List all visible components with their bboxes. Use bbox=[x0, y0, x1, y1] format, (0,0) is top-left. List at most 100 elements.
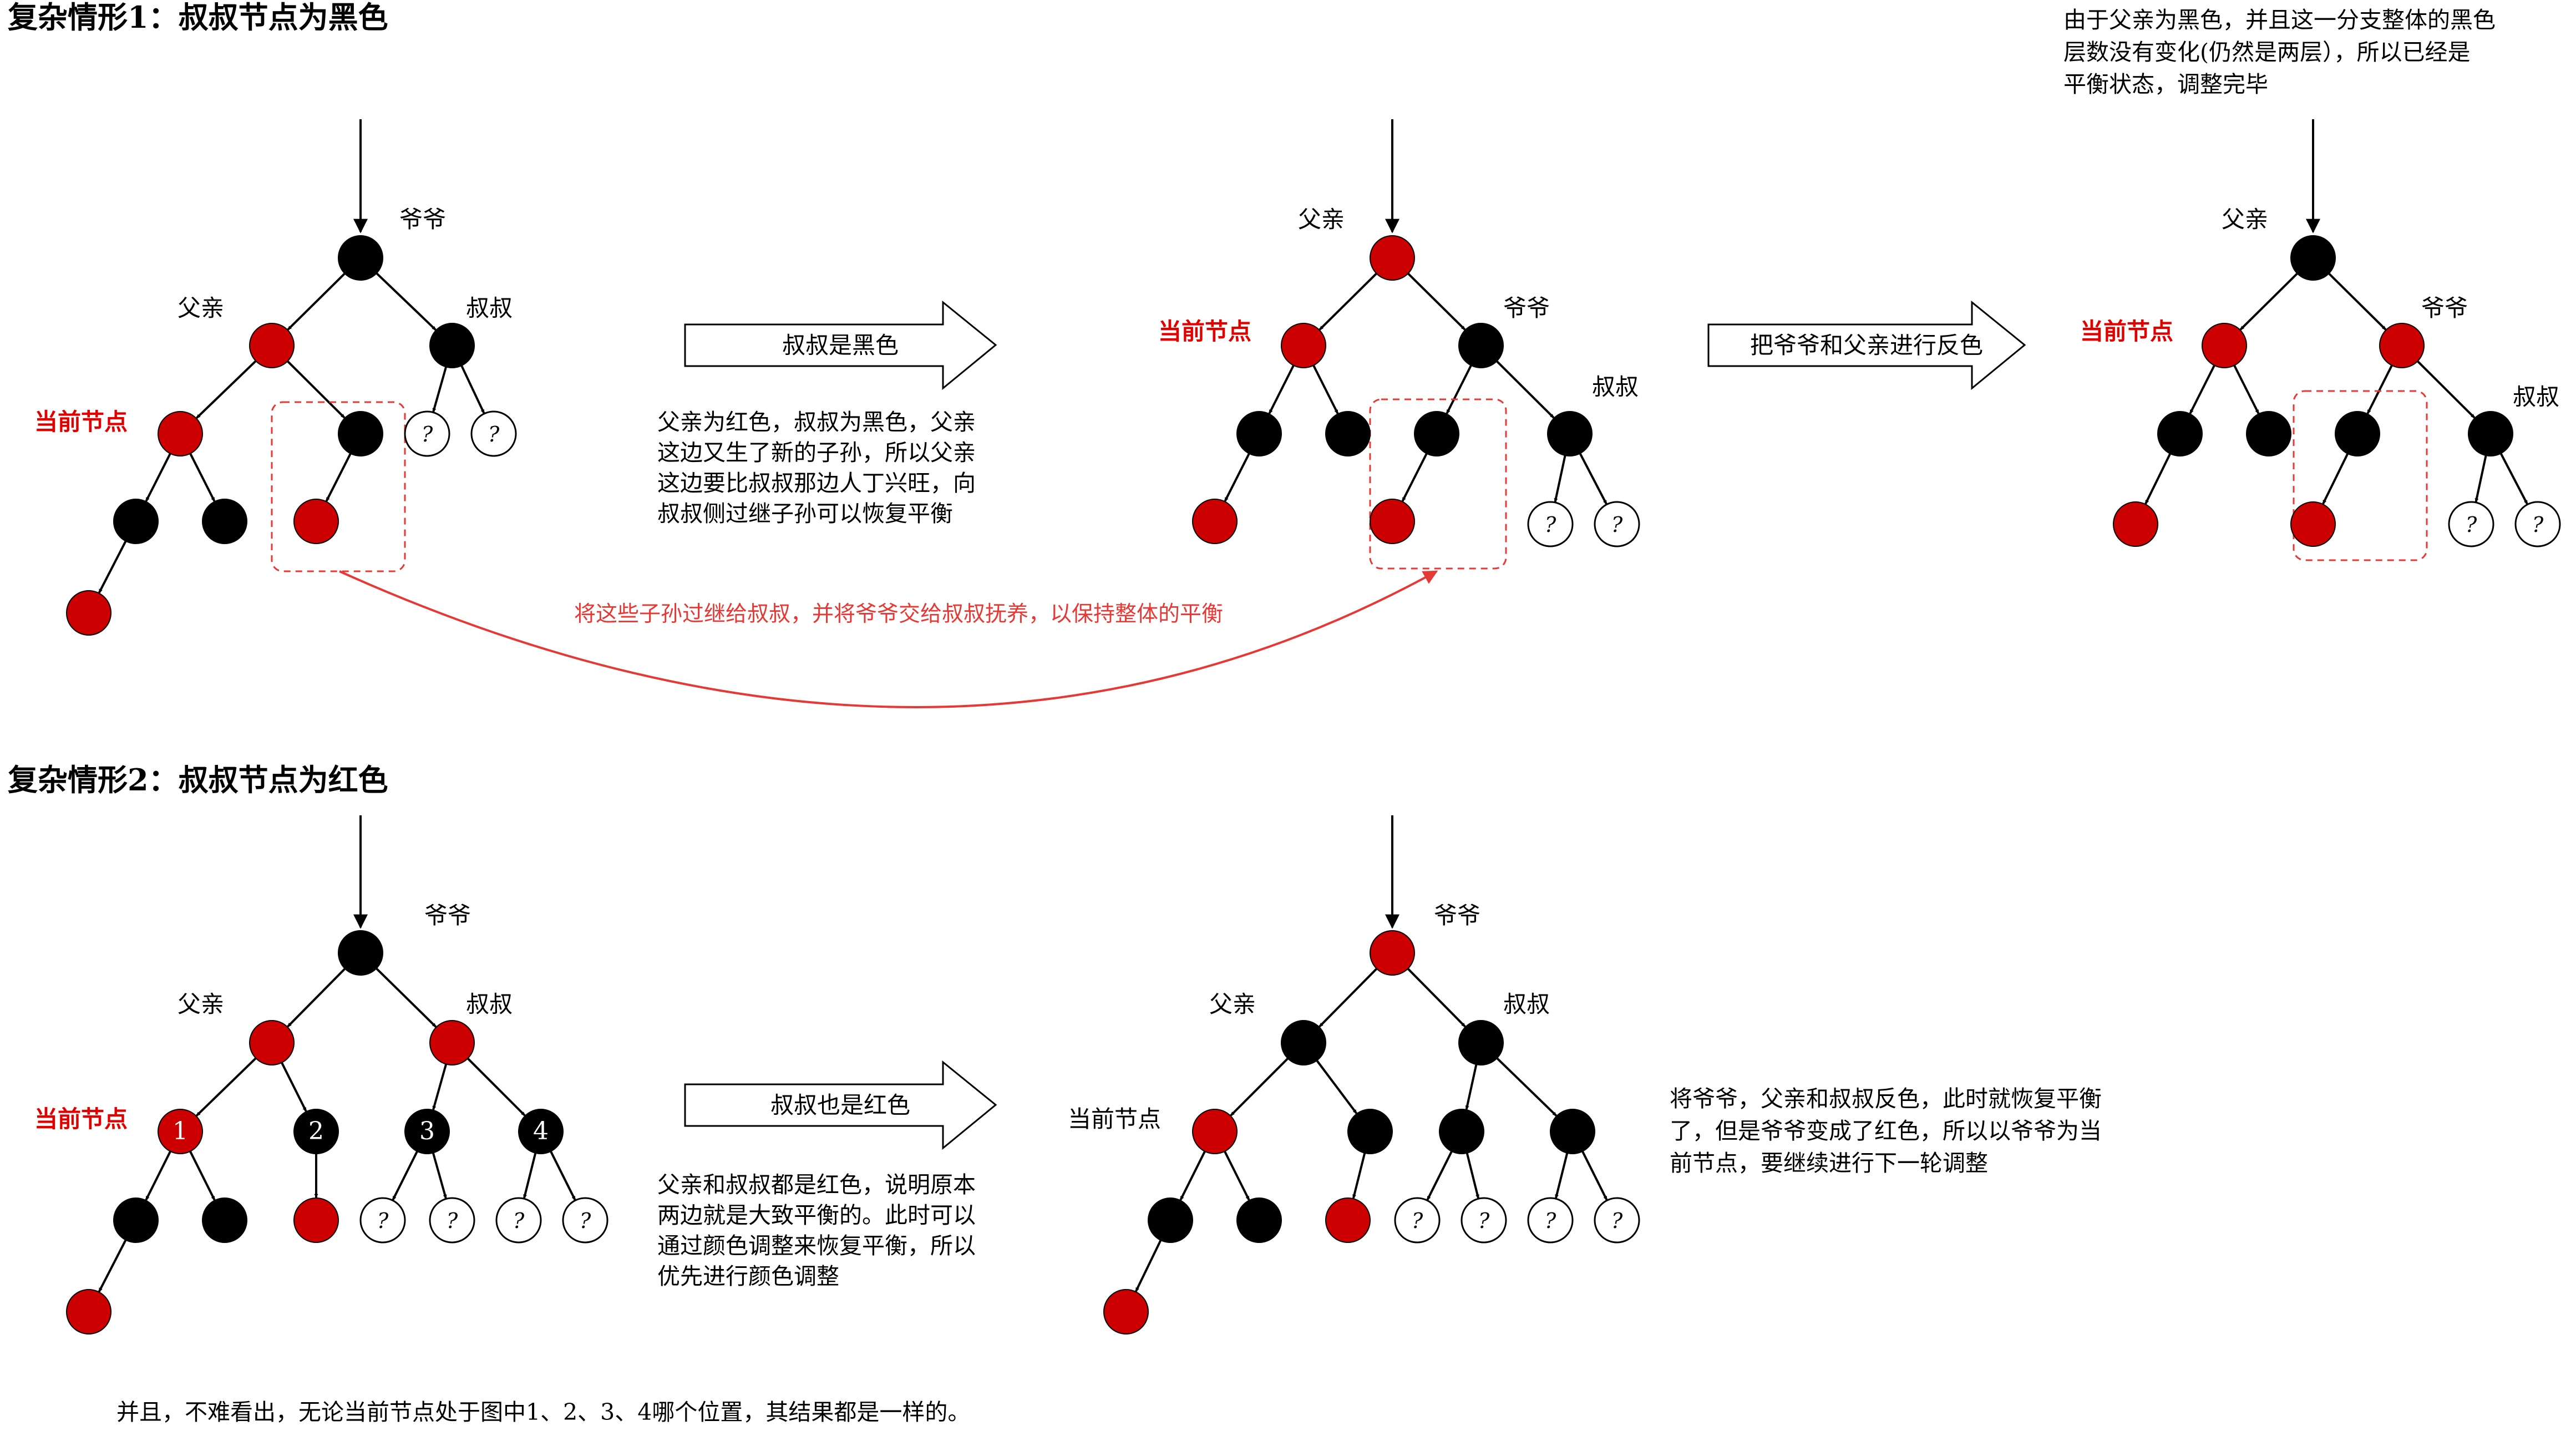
s1-d1-edge-9 bbox=[460, 365, 485, 414]
section2-title: 复杂情形2：叔叔节点为红色 bbox=[8, 762, 388, 798]
s1-d2-node-8 bbox=[1547, 411, 1593, 456]
s1-d3-node-2 bbox=[2379, 323, 2425, 368]
s2-d2-edge-3 bbox=[1316, 1059, 1357, 1114]
s1-transfer-note: 将这些子孙过继给叔叔，并将爷爷交给叔叔抚养，以保持整体的平衡 bbox=[574, 602, 1223, 627]
s2-d1-unknown-child-12: ? bbox=[447, 1209, 458, 1233]
s1-d1-uncle-label: 叔叔 bbox=[466, 295, 513, 322]
s1-arrow-recolor: 把爷爷和父亲进行反色 bbox=[1707, 300, 2026, 390]
s2-d2-unknown-child-13: ? bbox=[1545, 1209, 1556, 1233]
s1-d1-node-8 bbox=[293, 499, 339, 544]
s1-result-note: 由于父亲为黑色，并且这一分支整体的黑色 层数没有变化(仍然是两层），所以已经是 … bbox=[2063, 7, 2496, 98]
s2-d1-node-10 bbox=[293, 1197, 339, 1243]
s2-d2-node-3 bbox=[1192, 1109, 1238, 1154]
s1-d3-edge-6 bbox=[2322, 453, 2349, 505]
s2-d1-node-6 bbox=[518, 1109, 564, 1154]
s2-d1-node-7 bbox=[113, 1197, 159, 1243]
s1-d2-edge-0 bbox=[1319, 272, 1377, 331]
s2-d1-position-label-5: 3 bbox=[419, 1117, 435, 1145]
s2-d2-edge-10 bbox=[1426, 1150, 1453, 1201]
s1-d2-node-3 bbox=[1236, 411, 1282, 456]
s2-tree-2-edges bbox=[1135, 968, 1608, 1292]
s1-d2-current-label: 当前节点 bbox=[1158, 318, 1251, 345]
s2-explanation: 父亲和叔叔都是红色，说明原本 两边就是大致平衡的。此时可以 通过颜色调整来恢复平… bbox=[657, 1171, 976, 1290]
s2-d1-edge-11 bbox=[432, 1152, 447, 1199]
s1-d2-uncle-label: 叔叔 bbox=[1592, 373, 1639, 400]
s1-tree-2: ?? 父亲 爷爷 叔叔 当前节点 bbox=[1158, 119, 1640, 570]
s1-d1-edge-2 bbox=[196, 360, 257, 419]
s1-d3-highlight-box bbox=[2293, 390, 2428, 561]
s1-d3-edge-0 bbox=[2239, 272, 2298, 331]
s1-d1-node-5 bbox=[113, 499, 159, 544]
s1-d3-unknown-child-10: ? bbox=[2532, 512, 2544, 537]
s2-d1-position-label-3: 1 bbox=[173, 1117, 188, 1145]
s1-tree-3-nodes: ?? bbox=[2113, 235, 2561, 547]
s1-d1-edge-1 bbox=[376, 272, 437, 331]
s2-d1-unknown-child-11: ? bbox=[377, 1209, 389, 1233]
s2-d2-node-4 bbox=[1347, 1109, 1393, 1154]
s2-d1-grand-label: 爷爷 bbox=[424, 902, 471, 929]
s2-d1-node-4 bbox=[293, 1109, 339, 1154]
s1-d2-edge-4 bbox=[1224, 453, 1250, 502]
s1-d3-current-label: 当前节点 bbox=[2080, 318, 2173, 345]
s2-d2-edge-8 bbox=[1135, 1240, 1162, 1292]
s1-d3-edge-9 bbox=[2499, 453, 2528, 505]
s2-d1-edge-8 bbox=[98, 1239, 127, 1292]
s2-d2-unknown-child-12: ? bbox=[1478, 1209, 1490, 1233]
s2-d2-node-7 bbox=[1148, 1197, 1193, 1243]
s2-d1-unknown-child-14: ? bbox=[580, 1209, 591, 1233]
s2-d1-edge-4 bbox=[432, 1063, 448, 1110]
s1-d2-node-0 bbox=[1370, 235, 1415, 281]
s1-d1-node-7 bbox=[66, 590, 111, 636]
s1-d1-edge-4 bbox=[189, 453, 216, 502]
s2-d2-node-2 bbox=[1458, 1020, 1504, 1065]
s1-d1-grand-label: 爷爷 bbox=[399, 206, 446, 233]
s1-arrow2-label: 把爷爷和父亲进行反色 bbox=[1750, 332, 1983, 359]
s2-d2-edge-11 bbox=[1466, 1153, 1479, 1199]
s2-d1-uncle-label: 叔叔 bbox=[466, 991, 513, 1018]
s2-d2-node-0 bbox=[1370, 930, 1415, 976]
s1-d3-edge-5 bbox=[2366, 364, 2393, 414]
s2-d2-edge-0 bbox=[1319, 968, 1378, 1028]
s2-d1-edge-5 bbox=[466, 1057, 526, 1117]
s1-d3-node-1 bbox=[2202, 323, 2247, 368]
s2-d2-edge-6 bbox=[1179, 1150, 1206, 1201]
s1-tree-3: ?? 父亲 爷爷 叔叔 当前节点 bbox=[2080, 119, 2561, 561]
s1-tree-1-edges bbox=[98, 272, 485, 593]
s2-d2-node-12 bbox=[1461, 1197, 1507, 1244]
s1-tree-1-nodes: ?? bbox=[66, 235, 517, 636]
s2-d1-node-0 bbox=[338, 930, 383, 976]
s1-d1-edge-3 bbox=[145, 453, 171, 502]
s2-d1-edge-12 bbox=[523, 1153, 537, 1199]
s1-top-note-line-2: 层数没有变化(仍然是两层），所以已经是 bbox=[2063, 39, 2471, 65]
s2-d2-unknown-child-11: ? bbox=[1412, 1209, 1423, 1233]
s1-d2-unknown-child-9: ? bbox=[1545, 512, 1556, 537]
s2-d1-edge-1 bbox=[376, 967, 437, 1028]
s2-footer-note: 并且，不难看出，无论当前节点处于图中1、2、3、4哪个位置，其结果都是一样的。 bbox=[116, 1399, 970, 1425]
s2-d2-node-13 bbox=[1527, 1197, 1574, 1244]
s2-result-note: 将爷爷，父亲和叔叔反色，此时就恢复平衡 了，但是爷爷变成了红色，所以以爷爷为当 … bbox=[1670, 1085, 2102, 1176]
s2-d2-edge-13 bbox=[1581, 1150, 1608, 1201]
s1-d3-edge-7 bbox=[2416, 360, 2476, 419]
s2-d1-edge-13 bbox=[550, 1150, 576, 1201]
s2-d1-current-label: 当前节点 bbox=[34, 1105, 128, 1133]
s2-d1-node-12 bbox=[429, 1197, 475, 1244]
s1-tree-2-nodes: ?? bbox=[1192, 235, 1640, 547]
s2-d2-unknown-child-14: ? bbox=[1611, 1209, 1623, 1233]
s2-tree-2-nodes: ???? bbox=[1103, 930, 1640, 1334]
s1-d1-node-10 bbox=[470, 410, 517, 457]
s2-d1-unknown-child-13: ? bbox=[513, 1209, 525, 1233]
s2-explain-line-2: 两边就是大致平衡的。此时可以 bbox=[657, 1202, 976, 1229]
s2-d2-edge-12 bbox=[1555, 1153, 1569, 1199]
s2-d1-position-label-4: 2 bbox=[308, 1117, 324, 1145]
s2-d1-node-2 bbox=[429, 1020, 475, 1065]
s2-d1-node-14 bbox=[562, 1197, 608, 1244]
s1-d1-node-1 bbox=[249, 323, 295, 368]
s2-d1-edge-2 bbox=[196, 1057, 257, 1117]
s2-d2-node-5 bbox=[1439, 1109, 1484, 1154]
s1-d1-node-4 bbox=[338, 411, 383, 456]
s1-d3-unknown-child-9: ? bbox=[2466, 512, 2477, 537]
s2-d2-node-9 bbox=[1103, 1289, 1149, 1334]
s1-d3-node-0 bbox=[2290, 235, 2336, 281]
s1-d3-node-9 bbox=[2448, 501, 2494, 547]
s1-explain-line-2: 这边又生了新的子孙，所以父亲 bbox=[657, 439, 976, 466]
